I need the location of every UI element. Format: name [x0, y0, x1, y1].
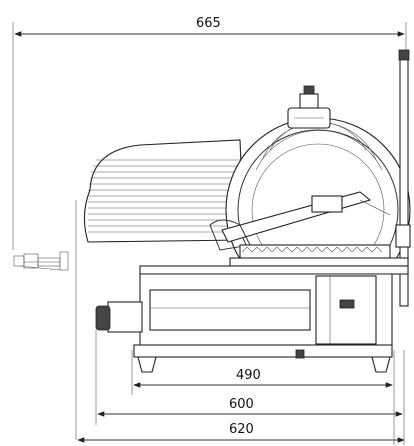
blade-band	[239, 244, 391, 260]
carriage-arm	[209, 191, 391, 251]
dimension-label-600: 600	[229, 397, 254, 412]
dimension-490: 490	[133, 368, 393, 388]
pusher-rod	[395, 49, 411, 307]
dimension-600: 600	[97, 397, 403, 417]
side-knob	[95, 301, 143, 333]
dimension-label-620: 620	[229, 422, 254, 437]
dimension-665: 665	[12, 16, 407, 250]
dimension-label-490: 490	[236, 368, 261, 383]
dimension-label-665: 665	[196, 16, 221, 31]
slicer-body	[83, 49, 411, 373]
housing-ribs	[88, 159, 240, 233]
dimension-620: 620	[77, 422, 405, 443]
plug-detail	[13, 251, 69, 271]
top-knob	[287, 85, 331, 129]
